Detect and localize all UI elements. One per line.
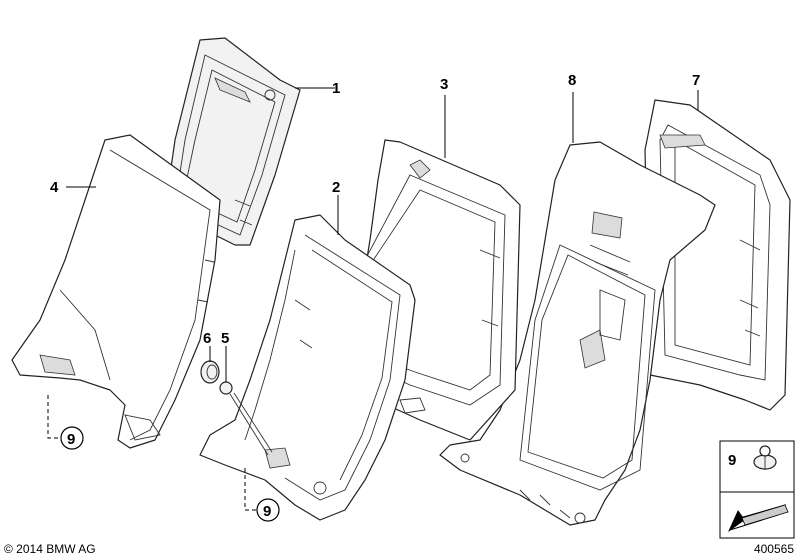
part-8-main-panel[interactable] (439, 141, 716, 526)
callout-8: 8 (568, 72, 576, 89)
clip-icon (753, 445, 777, 470)
direction-arrow-icon (728, 504, 789, 532)
dashed-leader-9a (47, 395, 62, 439)
callout-5: 5 (221, 330, 229, 347)
svg-text:9: 9 (67, 431, 75, 448)
callout-1: 1 (332, 80, 340, 97)
callout-4: 4 (50, 179, 59, 196)
part-6-cap[interactable] (200, 360, 220, 384)
legend-direction-box (719, 491, 795, 539)
copyright-text: © 2014 BMW AG (4, 542, 96, 556)
document-number: 400565 (753, 542, 794, 556)
part-7-rear-frame[interactable] (644, 99, 791, 411)
legend-9-label: 9 (728, 452, 736, 469)
callout-3: 3 (440, 76, 448, 93)
callout-6: 6 (203, 330, 211, 347)
dashed-leader-9b (244, 468, 258, 511)
legend-part-9: 9 (719, 440, 795, 493)
part-4-side-panel[interactable] (11, 134, 221, 449)
callout-7: 7 (692, 72, 700, 89)
callout-2: 2 (332, 179, 340, 196)
part-2-front-frame[interactable] (199, 214, 416, 521)
svg-text:9: 9 (263, 503, 271, 520)
callout-9-left: 9 (60, 426, 84, 450)
callout-9-bottom: 9 (256, 498, 280, 522)
